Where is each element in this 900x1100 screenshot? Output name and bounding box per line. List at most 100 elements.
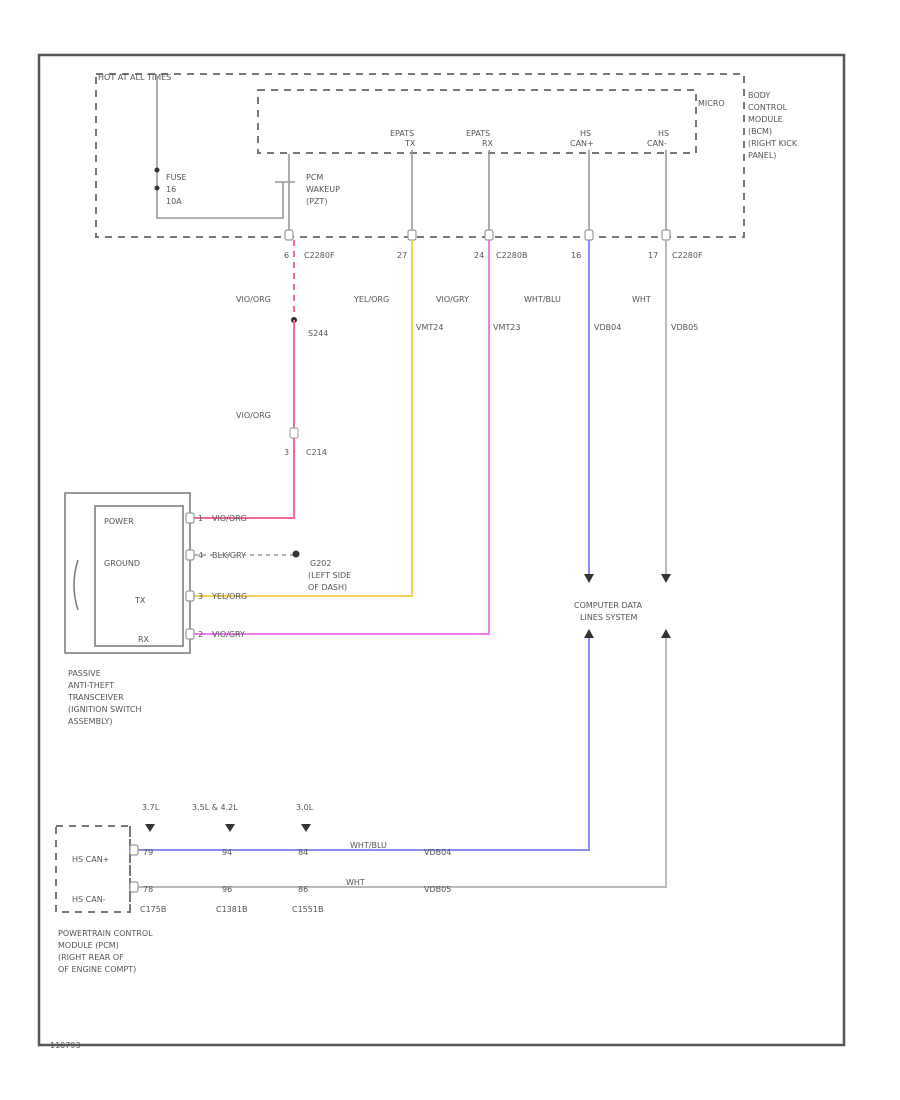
bcm-box bbox=[95, 73, 745, 238]
bcm-connector-terminals bbox=[284, 229, 671, 241]
pcm-pin-minus: 78 bbox=[143, 885, 153, 894]
connector-name: C2280F bbox=[672, 251, 703, 260]
wire-label: WHT bbox=[632, 295, 651, 304]
pin-number: 6 bbox=[284, 251, 289, 260]
transceiver-outer bbox=[64, 492, 191, 654]
engine-label: 3.5L & 4.2L bbox=[192, 803, 238, 812]
fuse-label: 16 bbox=[166, 185, 176, 194]
bcm-label-line: (RIGHT KICK bbox=[748, 139, 798, 148]
diagram-frame bbox=[37, 53, 846, 1047]
pcm-circuit-label: VDB05 bbox=[424, 885, 451, 894]
pcm-connector-name: C175B bbox=[140, 905, 166, 914]
pcm-name-line: POWERTRAIN CONTROL bbox=[58, 929, 153, 938]
epats-tx-label: EPATS bbox=[390, 129, 414, 138]
connector-terminal bbox=[284, 229, 294, 241]
bcm-label-line: PANEL) bbox=[748, 151, 776, 160]
pcm-name: POWERTRAIN CONTROL MODULE (PCM) (RIGHT R… bbox=[58, 929, 153, 974]
yel-org-wire bbox=[190, 240, 413, 597]
transceiver-wire-label: VIO/ORG bbox=[212, 514, 247, 523]
wire-label: VIO/ORG bbox=[236, 295, 271, 304]
transceiver-pin-label: RX bbox=[138, 635, 150, 644]
transceiver-pin-label: POWER bbox=[104, 517, 134, 526]
connector-terminal bbox=[407, 229, 417, 241]
arrow-up-icon bbox=[661, 629, 671, 638]
pcm-pin-plus: 79 bbox=[143, 848, 153, 857]
circuit-label: VMT23 bbox=[493, 323, 520, 332]
pcm-can-minus-label: HS CAN- bbox=[72, 895, 106, 904]
connector-name: C2280F bbox=[304, 251, 335, 260]
hs-can-minus-label: HS bbox=[658, 129, 669, 138]
epats-tx-label: TX bbox=[404, 139, 416, 148]
hs-can-minus-label: CAN- bbox=[647, 139, 667, 148]
transceiver-terminals bbox=[185, 512, 195, 640]
ground-label: OF DASH) bbox=[308, 583, 347, 592]
connector-terminal bbox=[129, 844, 139, 856]
pcm-wire-label: WHT/BLU bbox=[350, 841, 387, 850]
hs-can-plus-label: CAN+ bbox=[570, 139, 594, 148]
bcm-label-line: BODY bbox=[748, 91, 770, 100]
arrow-down-icon bbox=[661, 574, 671, 583]
connector-terminal bbox=[584, 229, 594, 241]
transceiver-coil bbox=[73, 559, 79, 611]
transceiver-pin-label: GROUND bbox=[104, 559, 140, 568]
bcm-label-line: CONTROL bbox=[748, 103, 788, 112]
bcm-module-label: BODY CONTROL MODULE (BCM) (RIGHT KICK PA… bbox=[748, 91, 798, 160]
pcm-pin-plus: 94 bbox=[222, 848, 232, 857]
pin-number: 17 bbox=[648, 251, 658, 260]
pcm-pin-plus: 84 bbox=[298, 848, 308, 857]
wire-label: WHT/BLU bbox=[524, 295, 561, 304]
c214-terminal bbox=[289, 427, 299, 439]
transceiver-name-line: PASSIVE bbox=[68, 669, 101, 678]
epats-rx-label: EPATS bbox=[466, 129, 490, 138]
pin-number: 16 bbox=[571, 251, 581, 260]
pin-number: 27 bbox=[397, 251, 407, 260]
bcm-micro-box bbox=[257, 89, 697, 154]
vio-org-wire-lower bbox=[190, 438, 295, 519]
transceiver-pin-label: TX bbox=[134, 596, 146, 605]
connector-terminal bbox=[129, 881, 139, 893]
transceiver-inner bbox=[94, 505, 184, 647]
fuse-terminal bbox=[154, 167, 160, 173]
pcm-name-line: (RIGHT REAR OF bbox=[58, 953, 124, 962]
cdl-label: COMPUTER DATA bbox=[574, 601, 643, 610]
transceiver-pin-number: 4 bbox=[198, 551, 203, 560]
footer-code: 110793 bbox=[50, 1041, 81, 1050]
arrow-down-icon bbox=[301, 824, 311, 832]
vio-gry-wire bbox=[190, 240, 490, 635]
connector-terminal bbox=[185, 628, 195, 640]
connector-terminal bbox=[484, 229, 494, 241]
hot-at-all-times-label: HOT AT ALL TIMES bbox=[98, 73, 171, 82]
arrow-down-icon bbox=[145, 824, 155, 832]
transceiver-name-line: ANTI-THEFT bbox=[68, 681, 114, 690]
connector-name: C2280B bbox=[496, 251, 527, 260]
transceiver-name-line: TRANSCEIVER bbox=[67, 693, 124, 702]
connector-terminal bbox=[185, 549, 195, 561]
fuse-wire bbox=[156, 76, 284, 219]
ground-label: G202 bbox=[310, 559, 331, 568]
engine-label: 3.7L bbox=[142, 803, 160, 812]
pin-number: 3 bbox=[284, 448, 289, 457]
connector-terminal bbox=[661, 229, 671, 241]
pcm-pin-minus: 96 bbox=[222, 885, 232, 894]
circuit-label: VDB05 bbox=[671, 323, 698, 332]
pcm-connector-name: C1551B bbox=[292, 905, 323, 914]
pcm-wakeup-symbol bbox=[275, 154, 295, 232]
hs-can-plus-label: HS bbox=[580, 129, 591, 138]
pcm-wakeup-label: (PZT) bbox=[306, 197, 327, 206]
pcm-wakeup-label: PCM bbox=[306, 173, 323, 182]
transceiver-wire-label: VIO/GRY bbox=[212, 630, 245, 639]
connector-terminal bbox=[185, 590, 195, 602]
epats-rx-label: RX bbox=[482, 139, 494, 148]
ground-label: (LEFT SIDE bbox=[308, 571, 351, 580]
arrow-down-icon bbox=[225, 824, 235, 832]
cdl-label: LINES SYSTEM bbox=[580, 613, 637, 622]
transceiver-name: PASSIVE ANTI-THEFT TRANSCEIVER (IGNITION… bbox=[67, 669, 141, 726]
transceiver-pin-number: 1 bbox=[198, 514, 203, 523]
pcm-wire-label: WHT bbox=[346, 878, 365, 887]
pcm-name-line: OF ENGINE COMPT) bbox=[58, 965, 136, 974]
wht-blu-wire-lower bbox=[133, 638, 590, 851]
micro-label: MICRO bbox=[698, 99, 725, 108]
bcm-label-line: (BCM) bbox=[748, 127, 772, 136]
pin-number: 24 bbox=[474, 251, 484, 260]
connector-terminal bbox=[185, 512, 195, 524]
